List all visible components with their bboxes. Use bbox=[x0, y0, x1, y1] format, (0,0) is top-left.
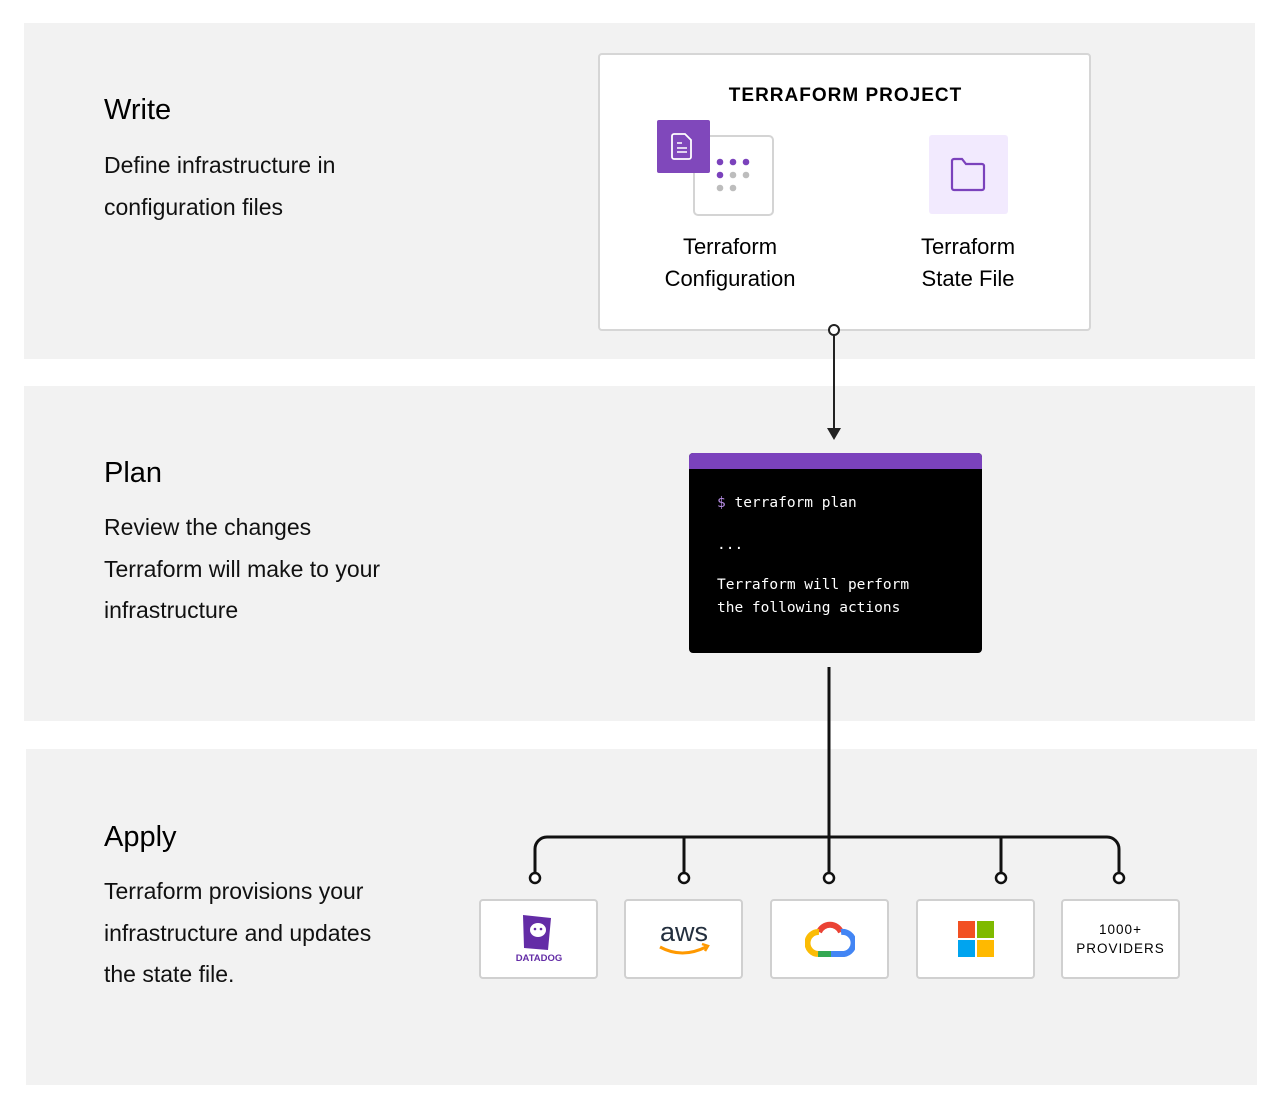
aws-logo-icon: aws bbox=[658, 917, 710, 955]
connector-node bbox=[994, 871, 1008, 885]
configuration-icon bbox=[657, 120, 774, 216]
terminal-ellipsis: ... bbox=[717, 537, 744, 553]
provider-google-cloud bbox=[770, 899, 889, 979]
datadog-logo-icon: DATADOG bbox=[515, 915, 562, 964]
state-file-folder-icon bbox=[929, 135, 1008, 214]
plan-description: Review the changes Terraform will make t… bbox=[104, 514, 381, 623]
project-title: TERRAFORM PROJECT bbox=[728, 85, 963, 106]
terminal-command: terraform plan bbox=[734, 495, 857, 511]
provider-more: 1000+ PROVIDERS bbox=[1061, 899, 1180, 979]
label-line: Terraform bbox=[920, 234, 1016, 259]
label-line: Terraform bbox=[682, 234, 778, 259]
apply-description: Terraform provisions your infrastructure… bbox=[104, 878, 372, 987]
google-cloud-logo-icon bbox=[804, 921, 855, 957]
write-title: Write bbox=[104, 94, 172, 126]
label-line: State File bbox=[921, 266, 1015, 291]
microsoft-logo-icon bbox=[957, 921, 994, 957]
terminal-prompt: $ bbox=[717, 495, 726, 511]
terminal-window: $ terraform plan ... Terraform will perf… bbox=[689, 453, 982, 653]
plan-title: Plan bbox=[104, 457, 163, 489]
connector-branch bbox=[533, 835, 1121, 873]
plan-panel bbox=[24, 386, 1255, 721]
provider-aws: aws bbox=[624, 899, 743, 979]
terminal-output: Terraform will perform bbox=[717, 577, 910, 593]
provider-microsoft bbox=[916, 899, 1035, 979]
terminal-title-bar bbox=[689, 453, 982, 469]
providers-label: PROVIDERS bbox=[1076, 941, 1165, 956]
svg-text:aws: aws bbox=[659, 917, 707, 947]
connector-node bbox=[822, 871, 836, 885]
arrow-down-icon bbox=[827, 428, 841, 440]
provider-datadog: DATADOG bbox=[479, 899, 598, 979]
connector-node bbox=[677, 871, 691, 885]
connector-node bbox=[1112, 871, 1126, 885]
providers-count: 1000+ bbox=[1099, 922, 1142, 937]
connector-node bbox=[528, 871, 542, 885]
apply-title: Apply bbox=[104, 821, 177, 853]
write-description: Define infrastructure in configuration f… bbox=[104, 152, 336, 220]
label-line: Configuration bbox=[664, 266, 796, 291]
svg-text:DATADOG: DATADOG bbox=[515, 953, 562, 964]
connector-node bbox=[828, 324, 840, 336]
terminal-output: the following actions bbox=[717, 600, 901, 616]
terraform-project-box: TERRAFORM PROJECT bbox=[598, 53, 1091, 331]
